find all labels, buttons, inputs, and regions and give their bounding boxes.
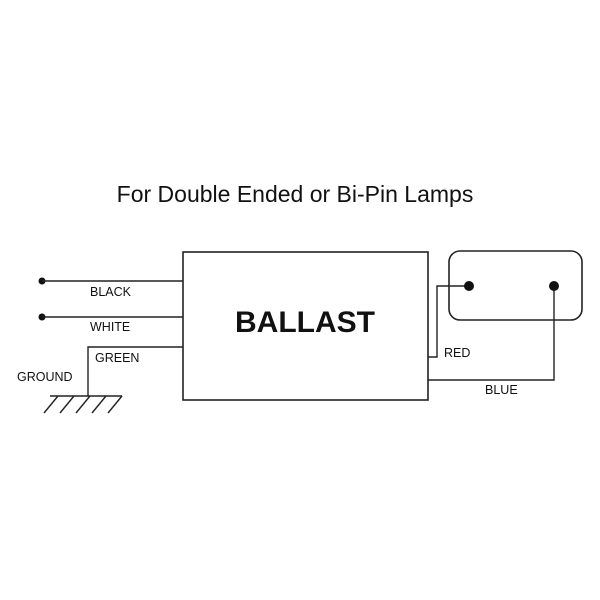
blue-wire-label: BLUE — [485, 383, 518, 397]
green-wire — [87, 346, 183, 396]
ballast-label: BALLAST — [235, 306, 375, 339]
black-wire-label: BLACK — [90, 285, 132, 299]
red-wire-label: RED — [444, 346, 470, 360]
green-wire-label: GREEN — [95, 351, 139, 365]
ground-icon — [43, 395, 123, 414]
lamp-left-pin — [464, 281, 474, 291]
red-wire — [428, 285, 469, 358]
ballast-box — [182, 251, 429, 401]
white-wire-label: WHITE — [90, 320, 130, 334]
ground-label: GROUND — [17, 370, 73, 384]
lamp-right-pin — [549, 281, 559, 291]
blue-wire — [428, 286, 555, 381]
diagram-title: For Double Ended or Bi-Pin Lamps — [117, 181, 474, 207]
